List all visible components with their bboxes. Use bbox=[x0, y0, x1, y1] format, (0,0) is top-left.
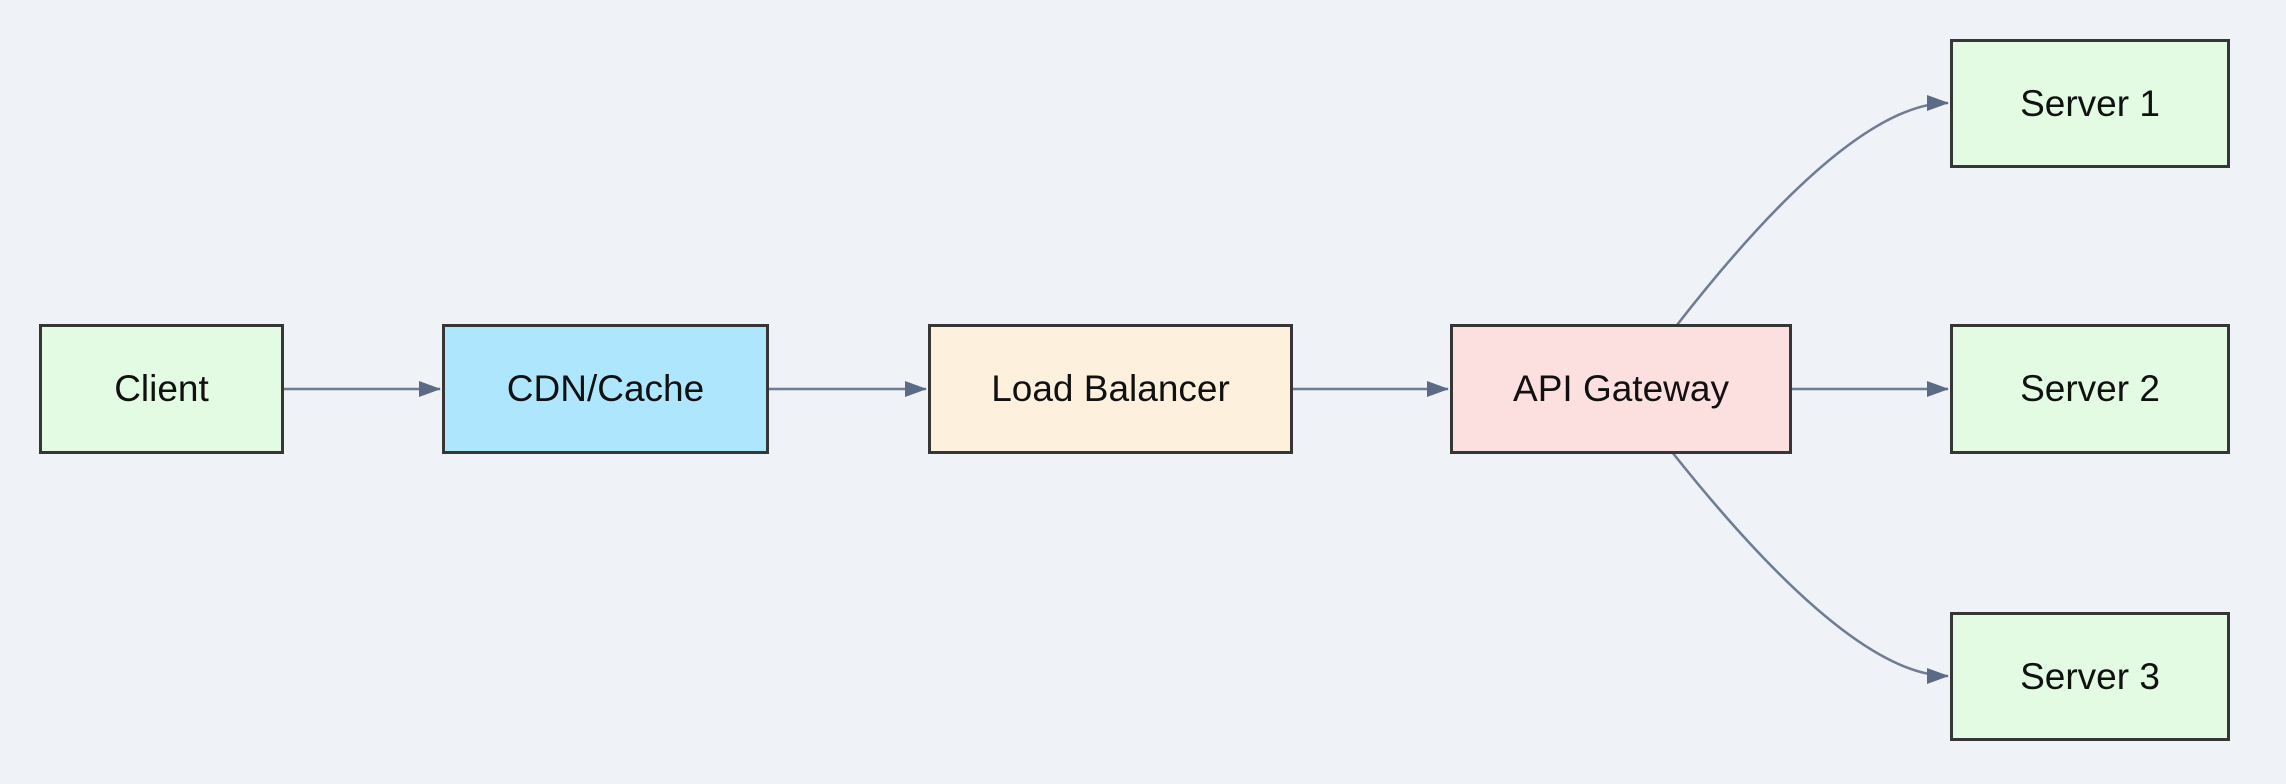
node-cdn-cache-label: CDN/Cache bbox=[506, 368, 705, 409]
node-server-1: Server 1 bbox=[1950, 39, 2230, 168]
node-server-2-label: Server 2 bbox=[2020, 368, 2160, 409]
node-server-3-label: Server 3 bbox=[2020, 655, 2160, 697]
node-client: Client bbox=[39, 324, 284, 454]
node-server-1-label: Server 1 bbox=[2020, 82, 2160, 124]
edge-api-gateway-to-server-3 bbox=[1670, 451, 1949, 684]
node-server-2: Server 2 bbox=[1950, 324, 2230, 454]
node-api-gateway-label: API Gateway bbox=[1513, 368, 1729, 409]
node-server-3: Server 3 bbox=[1950, 612, 2230, 741]
node-load-balancer-label: Load Balancer bbox=[991, 368, 1230, 409]
node-load-balancer: Load Balancer bbox=[928, 324, 1293, 454]
node-client-label: Client bbox=[114, 368, 209, 409]
edge-api-gateway-to-server-1 bbox=[1675, 95, 1949, 326]
node-cdn-cache: CDN/Cache bbox=[442, 324, 769, 454]
node-api-gateway: API Gateway bbox=[1450, 324, 1792, 454]
